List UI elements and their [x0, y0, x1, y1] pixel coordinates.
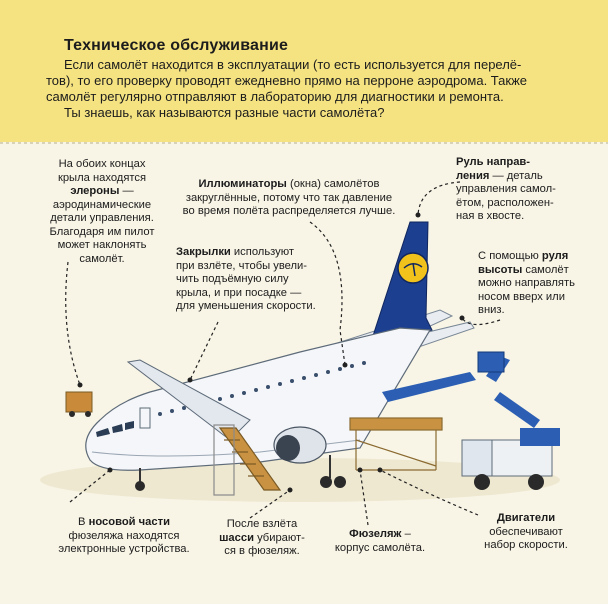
text: для уменьшения скорости. — [176, 300, 316, 312]
crane-logo — [397, 252, 429, 284]
term-elevator-2: высоты — [478, 263, 523, 276]
landing-gear — [135, 455, 346, 491]
text: управления самол- — [456, 183, 556, 195]
callout-flaps: Закрылки используют при взлёте, чтобы ув… — [176, 246, 326, 314]
cabin-windows — [158, 361, 366, 416]
text: убирают- — [253, 531, 305, 544]
text: ная в хвосте. — [456, 210, 525, 222]
text: аэродинамические — [52, 198, 152, 211]
fuselage — [85, 327, 432, 471]
term-flaps: Закрылки — [176, 246, 231, 258]
text: Благодаря им пилот — [49, 225, 155, 238]
scaffold — [349, 417, 443, 471]
term-elevator: руля — [541, 250, 569, 262]
callout-engines: Двигатели обеспечивают набор скорости. — [476, 512, 576, 553]
term-rudder: Руль направ- — [456, 156, 531, 168]
text: во время полёта распределяется лучше. — [182, 205, 396, 217]
text: самолёт. — [79, 252, 125, 265]
text: используют — [230, 246, 295, 258]
text: ётом, расположен- — [456, 196, 554, 209]
callout-fuselage: Фюзеляж – корпус самолёта. — [330, 528, 430, 555]
text: при взлёте, чтобы увели- — [176, 259, 308, 272]
text: электронные устройства. — [58, 543, 190, 555]
text: В — [78, 516, 89, 528]
callout-rudder: Руль направ- ления — деталь управления с… — [456, 156, 596, 224]
intro-line-4: Ты знаешь, как называются разные части с… — [64, 105, 385, 120]
header-band — [0, 0, 608, 142]
intro-line-3: самолёт регулярно отправляют в лаборатор… — [46, 89, 504, 104]
term-gear: шасси — [219, 531, 254, 544]
term-rudder-2: ления — [456, 169, 490, 182]
text: – — [401, 528, 411, 540]
text: После взлёта — [226, 518, 298, 530]
tail-fin — [369, 221, 433, 347]
text: детали управления. — [50, 212, 154, 224]
text: чить подъёмную силу — [176, 273, 289, 285]
term-engines: Двигатели — [496, 512, 556, 524]
text: можно направлять — [478, 277, 575, 289]
text: — — [119, 185, 134, 197]
text: вниз. — [478, 304, 505, 316]
service-truck — [382, 351, 560, 490]
callout-ailerons: На обоих концах крыла находятся элероны … — [44, 158, 160, 266]
text: крыла находятся — [57, 171, 147, 184]
term-windows: Иллюминаторы — [198, 178, 287, 190]
text: может наклонять — [57, 239, 147, 251]
term-nose: носовой части — [88, 516, 170, 528]
term-fuselage: Фюзеляж — [349, 528, 402, 540]
text: обеспечивают — [489, 525, 563, 538]
maintenance-stairs — [218, 427, 282, 491]
text: носом вверх или — [478, 290, 565, 303]
text: С помощью — [478, 250, 542, 262]
text: самолёт — [522, 263, 569, 276]
text: крыла, и при посадке — — [176, 286, 302, 299]
term-ailerons: элероны — [70, 185, 120, 197]
text: (окна) самолётов — [286, 178, 380, 190]
text: фюзеляжа находятся — [68, 529, 180, 542]
text: закруглённые, потому что так давление — [185, 191, 393, 204]
text: ся в фюзеляж. — [224, 545, 300, 557]
text: корпус самолёта. — [334, 541, 426, 554]
intro-line-2: тов), то его проверку проводят ежедневно… — [46, 73, 527, 88]
text: набор скорости. — [484, 539, 568, 551]
page-title: Техническое обслуживание — [64, 37, 289, 54]
callout-windows: Иллюминаторы (окна) самолётов закруглённ… — [176, 178, 402, 219]
callout-elevator: С помощью руля высоты самолёт можно напр… — [478, 250, 604, 318]
tool-cart — [65, 391, 93, 417]
text: На обоих концах — [58, 158, 146, 170]
callout-nose: В носовой части фюзеляжа находятся элект… — [54, 516, 194, 557]
intro-line-1: Если самолёт находится в эксплуатации (т… — [64, 57, 522, 72]
callout-gear: После взлёта шасси убирают- ся в фюзеляж… — [214, 518, 310, 559]
text: — деталь — [489, 169, 543, 182]
